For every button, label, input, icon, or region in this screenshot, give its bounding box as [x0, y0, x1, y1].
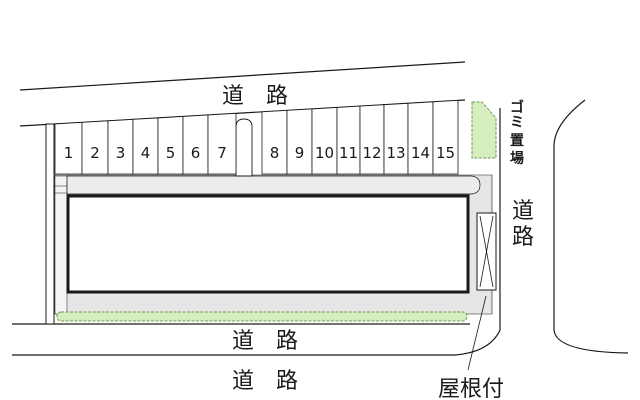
- bottom-road-outer-label: 道 路: [232, 369, 298, 394]
- parking-space-number: 4: [141, 144, 151, 162]
- parking-space-number: 3: [116, 144, 126, 162]
- left-walkway: [54, 175, 68, 315]
- bike-shelter-label: 屋根付: [438, 377, 504, 400]
- right-road-label-char-1: 道: [512, 199, 534, 224]
- parking-space: [207, 112, 237, 175]
- central-walkway: [235, 118, 253, 177]
- parking-space-number: 1: [64, 144, 74, 162]
- bottom-road-inner-label: 道 路: [232, 329, 298, 354]
- parking-space-number: 14: [411, 144, 430, 162]
- parking-space-number: 8: [270, 144, 280, 162]
- bottom-hedge: [56, 311, 468, 322]
- garbage-area: [471, 101, 497, 159]
- top-road-outer-edge: [19, 61, 466, 91]
- parking-space: [336, 105, 361, 175]
- parking-space: [359, 104, 385, 175]
- parking-space-number: 2: [90, 144, 100, 162]
- right-road-far-edge: [553, 99, 629, 354]
- garbage-label-char-2: ミ: [510, 115, 524, 131]
- parking-space: [286, 108, 313, 175]
- building: [66, 194, 470, 294]
- parking-space-number: 7: [217, 144, 227, 162]
- garbage-label-char-3: 置: [510, 132, 524, 149]
- garbage-label-char-1: ゴ: [510, 99, 524, 116]
- shelter-leader-line: [467, 295, 487, 371]
- parking-space-number: 13: [386, 144, 405, 162]
- right-road-label-char-2: 路: [512, 225, 534, 250]
- left-boundary-wall: [45, 123, 55, 325]
- parking-space-number: 6: [191, 144, 201, 162]
- bottom-road-outer-edge: [12, 108, 501, 356]
- parking-space-number: 5: [166, 144, 176, 162]
- garbage-label-char-4: 場: [510, 150, 524, 167]
- parking-space: [432, 99, 459, 175]
- parking-space: [261, 109, 288, 175]
- top-road-label: 道 路: [222, 84, 288, 109]
- parking-space-number: 15: [436, 144, 455, 162]
- parking-aisle: [66, 175, 481, 195]
- parking-space-number: 11: [339, 144, 358, 162]
- parking-space: [383, 102, 409, 175]
- parking-space-number: 12: [362, 144, 381, 162]
- parking-space: [311, 107, 338, 175]
- parking-space: [407, 101, 434, 175]
- parking-space-number: 10: [315, 144, 334, 162]
- parking-space-number: 9: [295, 144, 305, 162]
- bike-shelter-cross: [479, 215, 494, 288]
